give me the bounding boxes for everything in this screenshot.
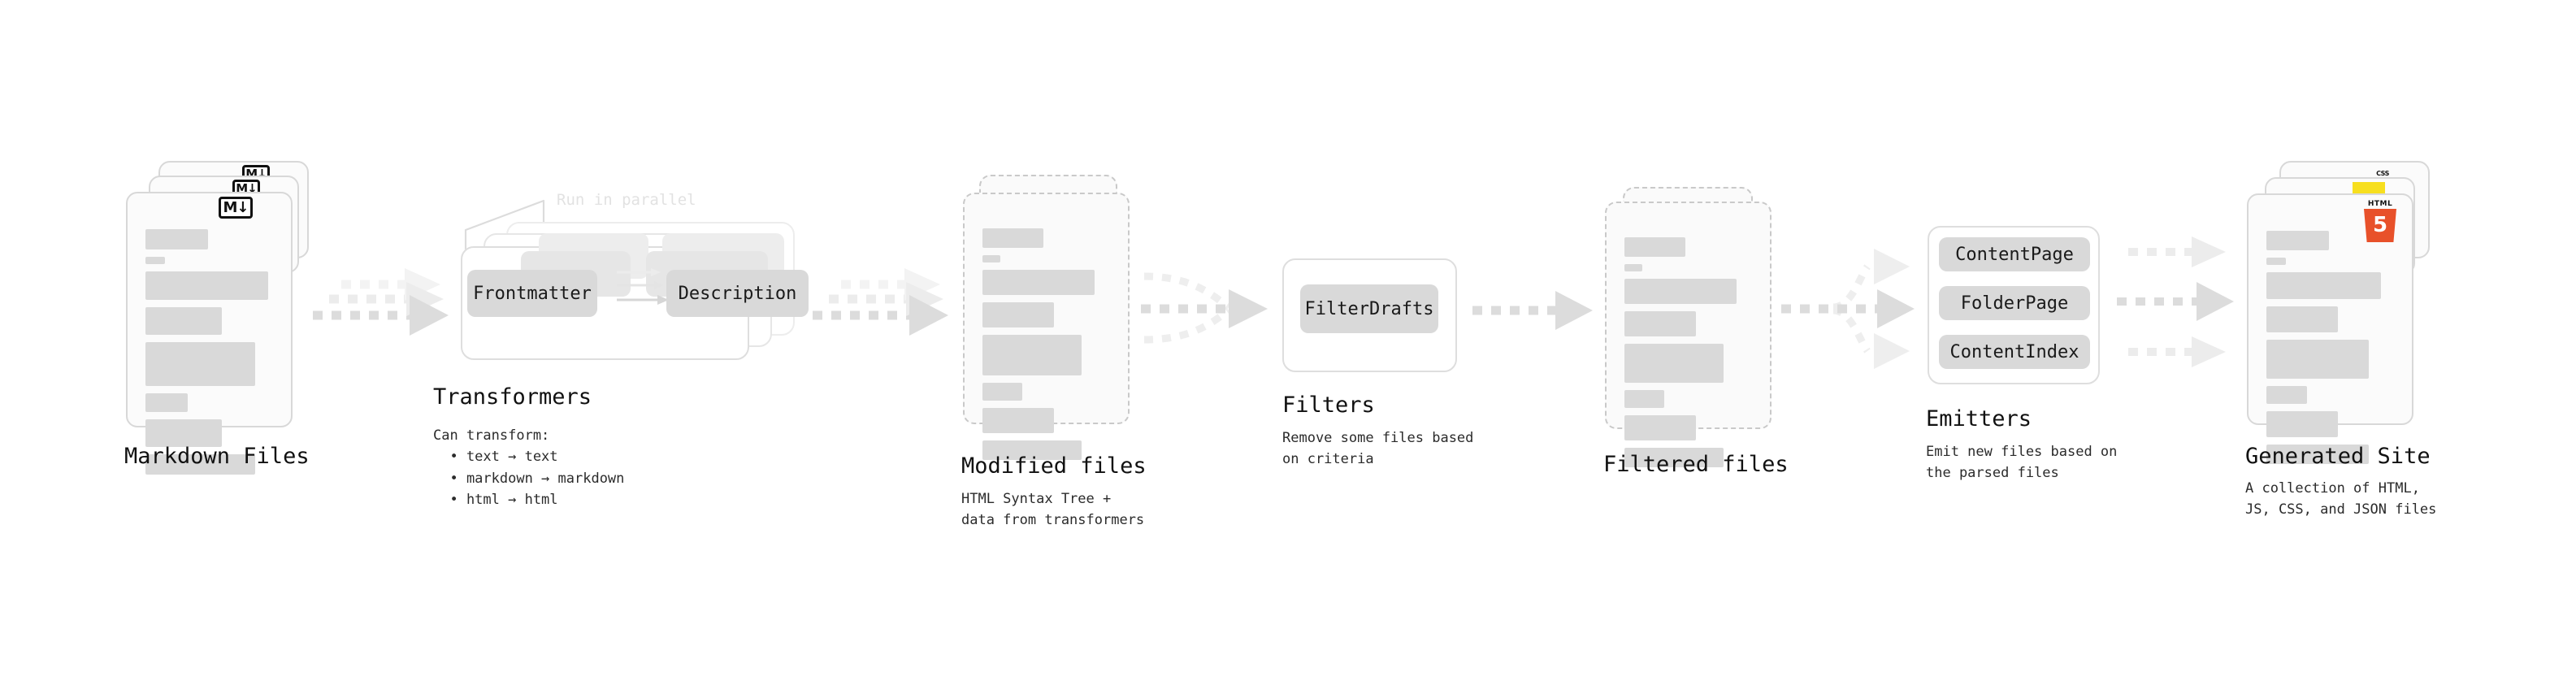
- pill-filterdrafts-label: FilterDrafts: [1304, 298, 1434, 319]
- stage-markdown-files: M↓ M↓ M↓ Mark: [124, 161, 313, 475]
- label-filtered-files: Filtered files: [1603, 452, 1789, 477]
- pill-description[interactable]: Description: [666, 270, 809, 317]
- modified-file-stack: [963, 175, 1138, 460]
- pill-description-label: Description: [678, 283, 797, 304]
- pill-contentindex-label: ContentIndex: [1949, 341, 2079, 362]
- modified-card-front: [963, 193, 1130, 460]
- label-modified-files: Modified files: [961, 453, 1147, 479]
- pill-frontmatter[interactable]: Frontmatter: [467, 270, 597, 317]
- connector-markdown-to-transformers: [313, 268, 449, 336]
- pill-filterdrafts[interactable]: FilterDrafts: [1300, 284, 1438, 333]
- markdown-file-stack: M↓ M↓ M↓: [126, 161, 313, 475]
- modified-card-content: [965, 194, 1128, 460]
- desc-modified-files: HTML Syntax Tree + data from transformer…: [961, 491, 1145, 529]
- html5-shield-shape: [2364, 209, 2396, 242]
- html5-logo-label: HTML: [2367, 200, 2393, 208]
- stage-generated-site: CSS: [2245, 161, 2442, 518]
- connector-filters-to-filtered: [1472, 291, 1593, 330]
- pill-folderpage[interactable]: FolderPage: [1939, 286, 2090, 320]
- pill-contentpage-label: ContentPage: [1955, 244, 2074, 265]
- label-run-in-parallel: Run in parallel: [557, 191, 696, 209]
- desc-filters: Remove some files based on criteria: [1282, 430, 1474, 468]
- pill-frontmatter-label: Frontmatter: [473, 283, 592, 304]
- stage-filtered-files: Filtered files: [1603, 187, 1789, 477]
- label-emitters: Emitters: [1926, 406, 2032, 432]
- pill-contentindex[interactable]: ContentIndex: [1939, 335, 2090, 369]
- filtered-file-stack: [1605, 187, 1780, 467]
- pill-folderpage-label: FolderPage: [1960, 293, 2069, 314]
- html5-logo-icon: HTML: [2362, 200, 2398, 242]
- css-logo-label: CSS: [2376, 170, 2389, 177]
- desc-emitters: Emit new files based on the parsed files: [1926, 444, 2118, 482]
- site-card-content: [2249, 195, 2412, 464]
- stage-modified-files: Modified files HTML Syntax Tree + data f…: [961, 175, 1147, 528]
- label-markdown-files: Markdown Files: [124, 444, 310, 469]
- connector-emitters-to-site: [2117, 236, 2234, 367]
- site-file-stack: CSS: [2247, 161, 2442, 464]
- desc-transformers: Can transform: • text → text • markdown …: [433, 427, 625, 509]
- label-filters: Filters: [1282, 393, 1375, 418]
- connector-modified-to-filters: [1141, 272, 1268, 344]
- label-generated-site: Generated Site: [2245, 444, 2431, 469]
- site-card-front: [2247, 193, 2413, 464]
- filtered-card-front: [1605, 202, 1772, 467]
- markdown-card-front: [126, 192, 293, 475]
- parallel-bracket: [464, 199, 545, 249]
- markdown-card-content: [128, 193, 291, 475]
- connector-filtered-to-emitters: [1781, 249, 1915, 369]
- filtered-card-content: [1607, 203, 1770, 467]
- transformer-inner-arrows: [617, 268, 669, 305]
- pill-contentpage[interactable]: ContentPage: [1939, 237, 2090, 271]
- markdown-logo-icon: M↓: [219, 197, 253, 219]
- desc-generated-site: A collection of HTML, JS, CSS, and JSON …: [2245, 480, 2437, 518]
- label-transformers: Transformers: [433, 384, 592, 410]
- connector-transformers-to-modified: [813, 268, 948, 336]
